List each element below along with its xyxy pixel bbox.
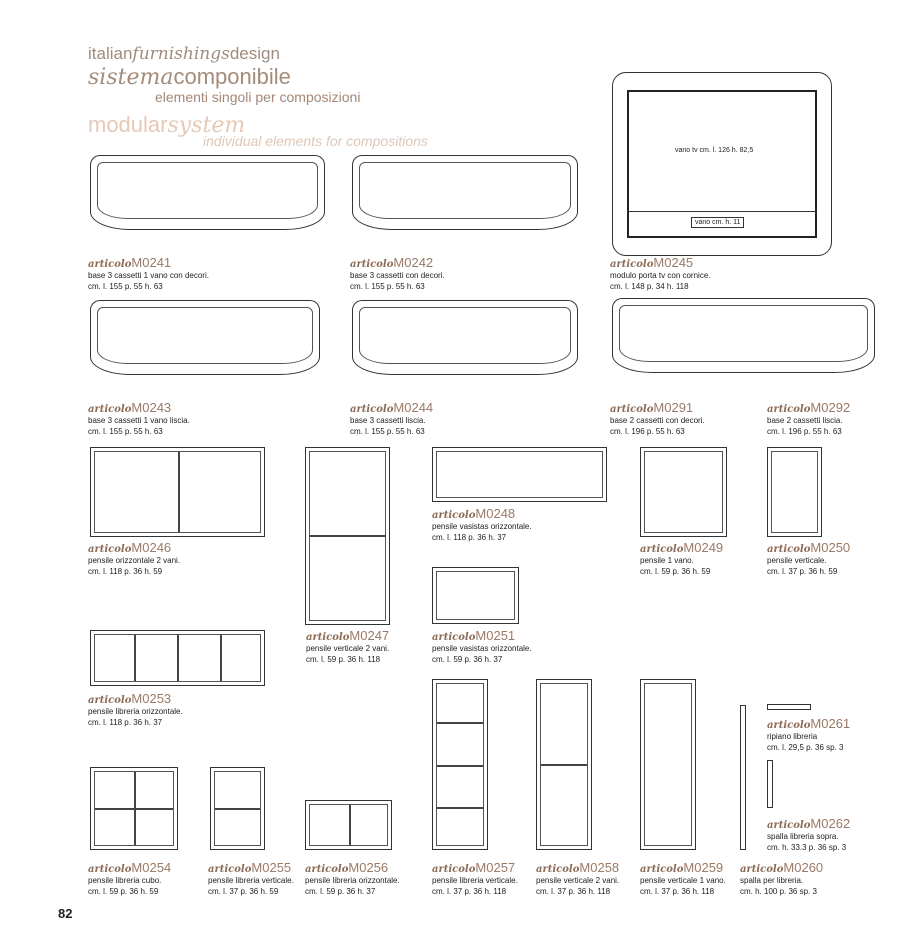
drawing-M0260 bbox=[740, 705, 746, 850]
drawing-M0258 bbox=[536, 679, 592, 850]
drawing-M0241 bbox=[90, 155, 325, 230]
drawing-M0242 bbox=[352, 155, 578, 230]
drawing-M0243 bbox=[90, 300, 320, 375]
drawing-M0259 bbox=[640, 679, 696, 850]
header-subtitle-it: elementi singoli per composizioni bbox=[155, 89, 361, 105]
drawing-M0253 bbox=[90, 630, 265, 686]
compartment-label: vano cm. h. 11 bbox=[691, 217, 745, 228]
drawing-M0247 bbox=[305, 447, 390, 625]
header-line-4: modularsystem bbox=[88, 112, 246, 138]
header-line-2: sistemacomponibile bbox=[88, 64, 291, 90]
drawing-M0245: vano tv cm. l. 126 h. 82,5 vano cm. h. 1… bbox=[612, 72, 832, 256]
drawing-M0262 bbox=[767, 760, 773, 808]
drawing-M0291 bbox=[612, 298, 875, 373]
drawing-M0249 bbox=[640, 447, 727, 537]
drawing-M0254 bbox=[90, 767, 178, 850]
page-number: 82 bbox=[58, 906, 73, 921]
header-subtitle-en: individual elements for compositions bbox=[203, 133, 428, 149]
drawing-M0255 bbox=[210, 767, 265, 850]
drawing-M0250 bbox=[767, 447, 822, 537]
drawing-M0251 bbox=[432, 567, 519, 624]
tv-space-label: vano tv cm. l. 126 h. 82,5 bbox=[675, 147, 754, 154]
drawing-M0246 bbox=[90, 447, 265, 537]
drawing-M0248 bbox=[432, 447, 607, 502]
drawing-M0261 bbox=[767, 704, 811, 710]
drawing-M0256 bbox=[305, 800, 392, 850]
drawing-M0244 bbox=[352, 300, 578, 375]
header-line-1: italianfurnishingsdesign bbox=[88, 44, 280, 64]
drawing-M0257 bbox=[432, 679, 488, 850]
